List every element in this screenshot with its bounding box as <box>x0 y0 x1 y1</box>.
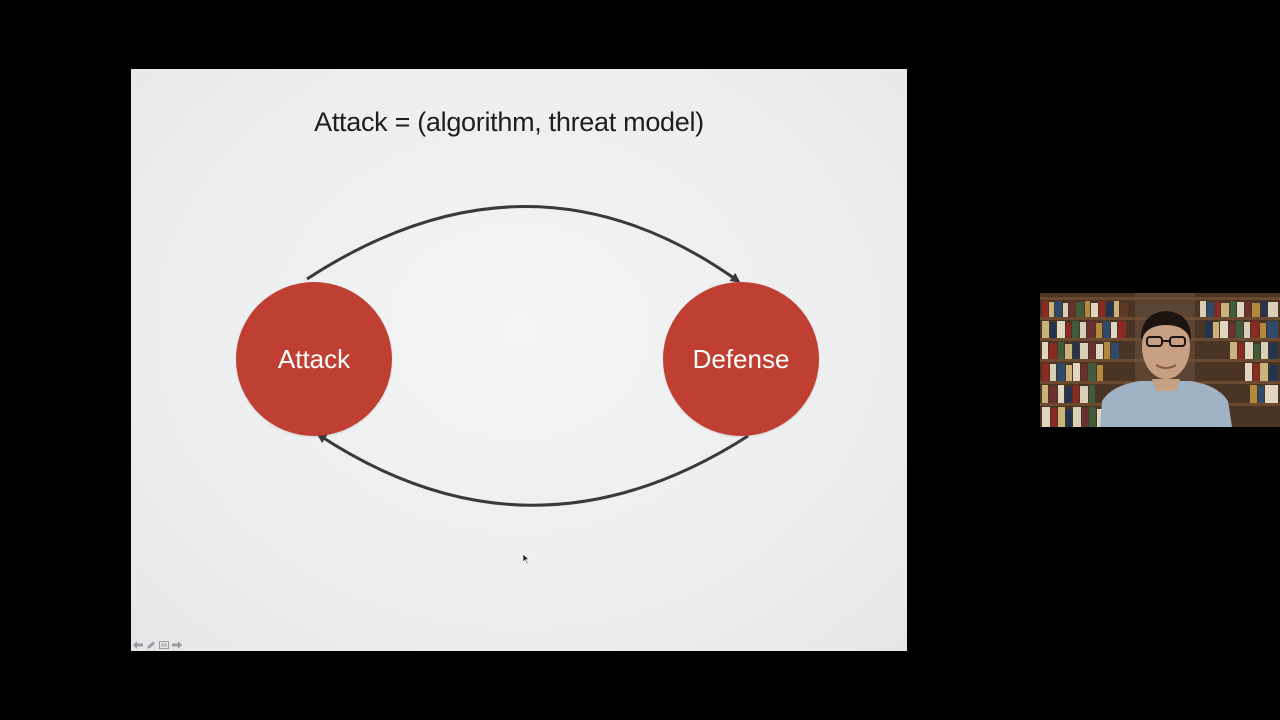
slide-controls <box>133 640 182 650</box>
cycle-arrows <box>306 205 749 507</box>
arrow-attack-to-defense <box>306 205 741 283</box>
arrow-defense-to-attack <box>316 433 749 507</box>
attack-label: Attack <box>277 343 351 374</box>
presenter-video-icon <box>1040 293 1280 427</box>
defense-node: Defense <box>663 282 819 436</box>
mouse-cursor-icon <box>523 554 530 564</box>
pen-icon[interactable] <box>146 641 156 649</box>
defense-label: Defense <box>692 343 790 374</box>
arrow-right-icon[interactable] <box>172 641 182 649</box>
presenter-video <box>1040 293 1280 427</box>
attack-node: Attack <box>236 282 392 436</box>
presentation-slide: Attack = (algorithm, threat model) Attac… <box>131 69 907 651</box>
arrow-left-icon[interactable] <box>133 641 143 649</box>
slide-title: Attack = (algorithm, threat model) <box>314 107 704 137</box>
slides-icon[interactable] <box>159 641 169 649</box>
